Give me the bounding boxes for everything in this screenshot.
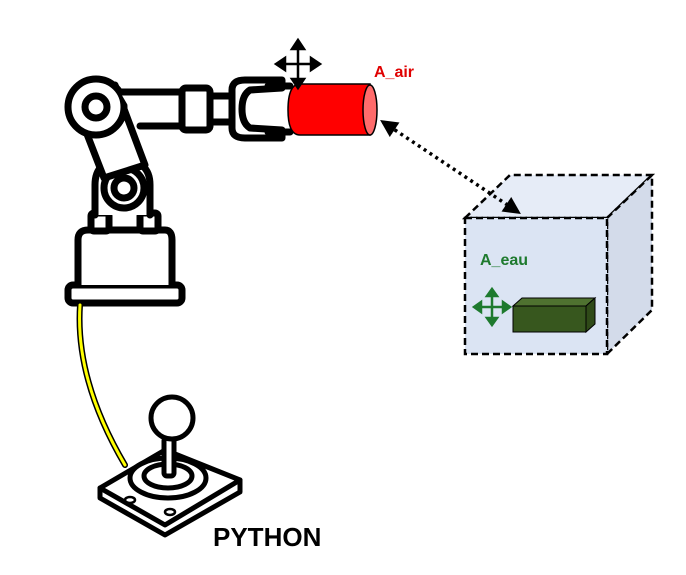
move-arrows-icon [273,37,323,91]
eau-block [511,296,597,334]
air-label: A_air [374,64,414,81]
eau-label: A_eau [480,252,528,269]
air-cylinder [287,83,378,136]
cable [76,302,128,468]
robot-arm-icon [64,75,294,307]
move-arrows-icon [471,286,513,328]
python-label: PYTHON [213,522,321,552]
dotted-double-arrow [380,120,521,214]
joystick-icon [97,394,243,538]
